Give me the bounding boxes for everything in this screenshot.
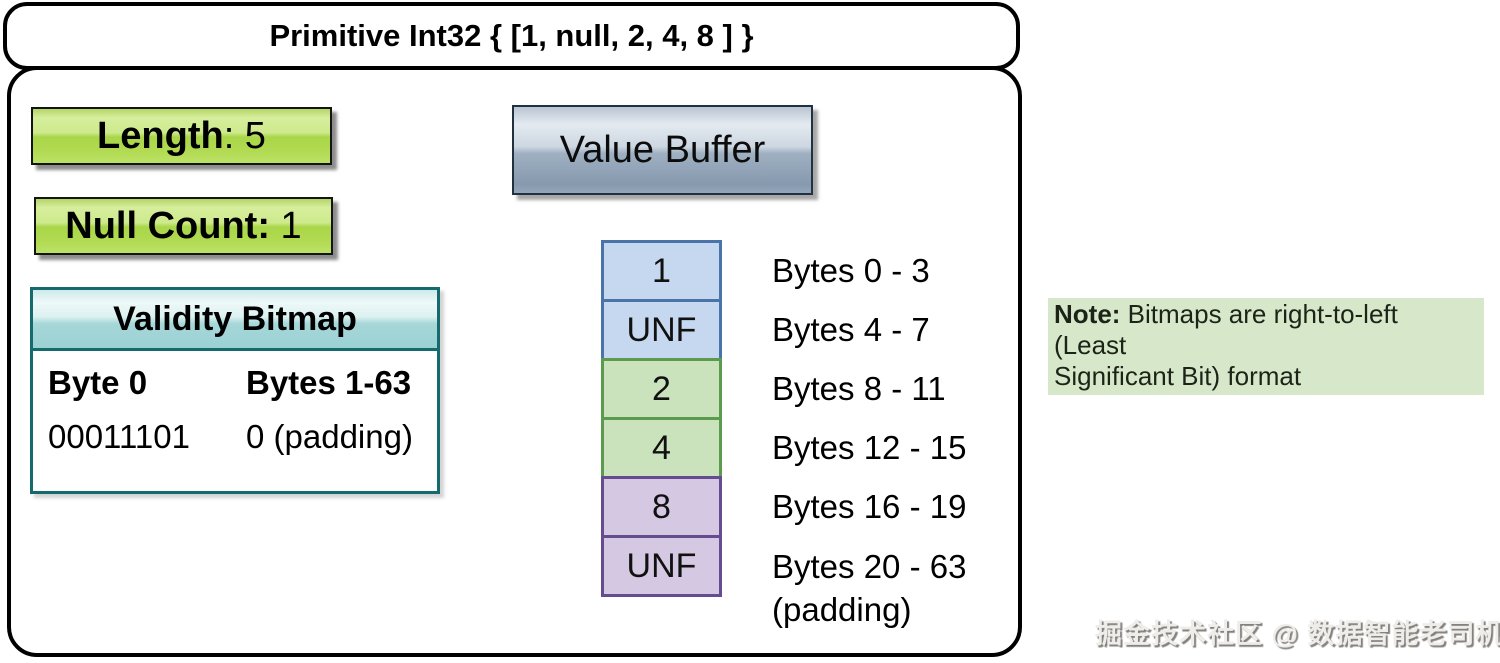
byte-range-label-5: Bytes 20 - 63 (padding) <box>772 545 966 631</box>
byte-range-5-padding-text: (padding) <box>772 591 912 628</box>
note-line-1: Note: Bitmaps are right-to-left (Least <box>1054 299 1476 361</box>
buffer-cell-3-value: 4 <box>652 428 671 467</box>
watermark-text: 掘金技术社区 @ 数据智能老司机 <box>1095 619 1500 649</box>
null-count-badge: Null Count: 1 <box>34 197 333 255</box>
value-buffer-badge: Value Buffer <box>512 105 813 195</box>
validity-col-bytes1-63: Bytes 1-63 <box>246 364 412 401</box>
validity-byte0-value: 00011101 <box>48 418 190 455</box>
byte-range-label-1: Bytes 4 - 7 <box>772 299 930 361</box>
length-value: : 5 <box>223 114 266 157</box>
buffer-cell-5: UNF <box>601 535 722 597</box>
null-count-value: 1 <box>270 204 302 247</box>
byte-range-2-text: Bytes 8 - 11 <box>772 370 946 407</box>
byte-range-0-text: Bytes 0 - 3 <box>772 252 930 289</box>
buffer-cell-5-value: UNF <box>626 546 697 585</box>
buffer-cell-2: 2 <box>601 358 722 420</box>
null-count-label: Null Count: <box>65 204 270 247</box>
note-text-1: Bitmaps are right-to-left (Least <box>1054 299 1398 360</box>
length-label: Length <box>97 114 224 157</box>
buffer-cell-1-value: UNF <box>626 310 697 349</box>
note-label: Note: <box>1054 299 1121 329</box>
byte-range-label-0: Bytes 0 - 3 <box>772 240 930 302</box>
value-buffer-title: Value Buffer <box>559 128 766 171</box>
validity-bitmap-box: Validity Bitmap Byte 0 Bytes 1-63 000111… <box>30 287 440 494</box>
note-box: Note: Bitmaps are right-to-left (Least S… <box>1048 298 1484 395</box>
buffer-cell-1: UNF <box>601 299 722 361</box>
buffer-cell-3: 4 <box>601 417 722 479</box>
validity-bitmap-header: Validity Bitmap <box>33 290 437 351</box>
buffer-cell-4-value: 8 <box>652 487 671 526</box>
validity-bitmap-table: Byte 0 Bytes 1-63 00011101 0 (padding) <box>33 351 437 456</box>
byte-range-label-2: Bytes 8 - 11 <box>772 358 946 420</box>
validity-col-byte0: Byte 0 <box>48 364 148 401</box>
validity-padding-value: 0 (padding) <box>246 418 413 455</box>
byte-range-3-text: Bytes 12 - 15 <box>772 429 967 466</box>
buffer-cell-0-value: 1 <box>652 251 671 290</box>
note-line-2: Significant Bit) format <box>1054 361 1302 391</box>
byte-range-label-4: Bytes 16 - 19 <box>772 476 966 538</box>
byte-range-label-3: Bytes 12 - 15 <box>772 417 966 479</box>
byte-range-4-text: Bytes 16 - 19 <box>772 488 967 525</box>
buffer-cell-4: 8 <box>601 476 722 538</box>
validity-bitmap-title: Validity Bitmap <box>113 299 357 338</box>
byte-range-5-text: Bytes 20 - 63 <box>772 548 967 585</box>
title-box: Primitive Int32 { [1, null, 2, 4, 8 ] } <box>3 2 1020 70</box>
byte-range-1-text: Bytes 4 - 7 <box>772 311 930 348</box>
length-badge: Length: 5 <box>31 107 332 165</box>
diagram-title: Primitive Int32 { [1, null, 2, 4, 8 ] } <box>269 18 754 53</box>
buffer-cell-0: 1 <box>601 240 722 302</box>
buffer-cell-2-value: 2 <box>652 369 671 408</box>
validity-values-row: 00011101 0 (padding) <box>48 418 429 456</box>
validity-header-row: Byte 0 Bytes 1-63 <box>48 364 429 402</box>
